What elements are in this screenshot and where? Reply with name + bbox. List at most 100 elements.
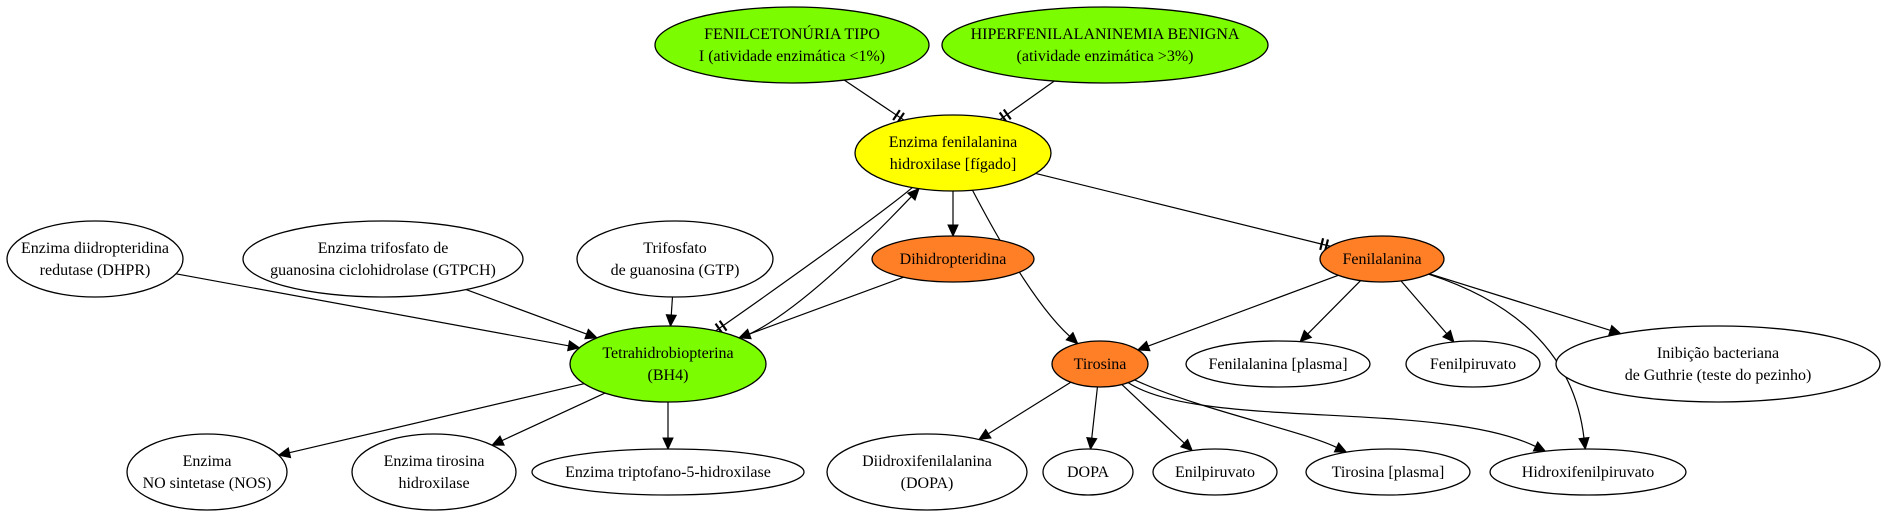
- edge-bh4-to-trip: [662, 402, 674, 451]
- edge-fenil-to-hidroxi: [1428, 273, 1590, 451]
- arrowhead: [1299, 329, 1313, 343]
- node-ellipse: [576, 220, 774, 298]
- arrowhead: [1532, 441, 1547, 452]
- node-ellipse: [941, 6, 1269, 84]
- arrowhead: [1578, 436, 1590, 451]
- edge-line: [971, 189, 1071, 337]
- node-label: Enzima: [183, 453, 232, 470]
- edge-tirosina-to-hidroxi: [1127, 382, 1547, 452]
- node-trip: Enzima triptofano-5-hidroxilase: [531, 448, 805, 496]
- arrowhead: [906, 187, 920, 201]
- arrowhead: [662, 437, 674, 451]
- edge-line: [1121, 384, 1185, 444]
- node-dopa-long: Diidroxifenilalanina(DOPA): [826, 433, 1028, 511]
- edge-line: [465, 289, 587, 335]
- node-label: DOPA: [1067, 464, 1110, 481]
- node-fenplasma: Fenilalanina [plasma]: [1185, 340, 1371, 388]
- arrowhead: [737, 328, 752, 340]
- arrowhead: [1333, 442, 1348, 453]
- node-tirhid: Enzima tirosina hidroxilase: [351, 433, 517, 511]
- edge-hyper-to-pah: [998, 80, 1055, 123]
- arrowhead: [1179, 438, 1194, 452]
- edge-line: [1148, 274, 1339, 347]
- edge-gtpch-to-bh4: [465, 289, 599, 340]
- node-label: Diidroxifenilalanina: [862, 453, 992, 470]
- node-ellipse: [569, 325, 767, 403]
- tee-bar: [1002, 108, 1012, 120]
- node-ellipse: [1555, 325, 1881, 403]
- node-label: hidroxilase: [398, 475, 469, 492]
- node-label: hidroxilase [fígado]: [890, 156, 1017, 173]
- node-label: Enzima trifosfato de: [318, 240, 449, 257]
- node-ellipse: [871, 235, 1035, 283]
- edge-pku-to-pah: [844, 79, 905, 124]
- edge-tirosina-to-dopa_long: [977, 381, 1072, 441]
- node-tirosina: Tirosina: [1051, 340, 1149, 388]
- edge-line: [988, 381, 1072, 435]
- edge-bh4-to-nos: [277, 383, 585, 459]
- edge-line: [844, 79, 905, 121]
- arrowhead: [1086, 436, 1098, 451]
- edge-tirosina-to-tirplasma: [1134, 379, 1348, 453]
- edge-tirosina-to-dopa: [1086, 386, 1099, 451]
- node-label: Tirosina: [1074, 356, 1127, 373]
- node-label: Hidroxifenilpiruvato: [1522, 464, 1654, 481]
- edge-dihidro-to-bh4: [737, 276, 904, 340]
- node-ellipse: [1405, 340, 1541, 388]
- node-ellipse: [654, 6, 930, 84]
- arrowhead: [491, 435, 505, 446]
- node-label: FENILCETONÚRIA TIPO: [704, 24, 880, 43]
- edge-line: [1307, 280, 1362, 335]
- node-label: (BH4): [648, 367, 689, 384]
- node-label: Fenilpiruvato: [1430, 356, 1516, 373]
- edge-line: [1429, 273, 1611, 331]
- node-label: Enilpiruvato: [1175, 464, 1255, 481]
- edge-line: [1127, 382, 1536, 448]
- edge-pah-to-dihidro: [947, 191, 959, 238]
- node-label: Enzima diidropteridina: [21, 240, 169, 257]
- arrowhead: [1441, 329, 1455, 343]
- edge-line: [749, 276, 904, 335]
- edge-line: [289, 383, 585, 454]
- node-ellipse: [242, 220, 524, 298]
- node-label: Enzima tirosina: [384, 453, 485, 470]
- node-ellipse: [1185, 340, 1371, 388]
- node-label: de guanosina (GTP): [611, 262, 740, 279]
- node-label: Tirosina [plasma]: [1332, 464, 1445, 481]
- node-hyper: HIPERFENILALANINEMIA BENIGNA(atividade e…: [941, 6, 1269, 84]
- node-ellipse: [6, 220, 184, 298]
- arrowhead: [1065, 331, 1079, 345]
- node-label: Fenilalanina [plasma]: [1208, 356, 1347, 373]
- edge-bh4-to-tirhid: [491, 392, 606, 446]
- edge-line: [1428, 273, 1585, 439]
- node-hidroxi: Hidroxifenilpiruvato: [1489, 448, 1687, 496]
- arrowhead: [277, 446, 292, 459]
- node-tirplasma: Tirosina [plasma]: [1305, 448, 1471, 496]
- edge-pah-to-fenil: [1035, 172, 1331, 252]
- node-ellipse: [1152, 448, 1278, 496]
- node-label: de Guthrie (teste do pezinho): [1625, 367, 1812, 384]
- edge-line: [670, 296, 674, 316]
- arrowhead: [584, 328, 599, 340]
- edge-gtp-to-bh4: [665, 296, 678, 328]
- edge-bh4-to-pah: [739, 187, 920, 339]
- node-label: Tetrahidrobiopterina: [602, 345, 733, 362]
- edge-tirosina-to-enilpir: [1121, 384, 1194, 452]
- node-label: NO sintetase (NOS): [143, 475, 272, 492]
- arrowhead: [665, 314, 678, 328]
- edge-line: [1035, 172, 1331, 247]
- node-nos: Enzima NO sintetase (NOS): [126, 433, 288, 511]
- node-ellipse: [854, 114, 1052, 192]
- node-enilpir: Enilpiruvato: [1152, 448, 1278, 496]
- arrowhead: [977, 428, 992, 441]
- node-ellipse: [1319, 235, 1445, 283]
- edges-layer: [175, 79, 1622, 459]
- node-ellipse: [531, 448, 805, 496]
- node-ellipse: [126, 433, 288, 511]
